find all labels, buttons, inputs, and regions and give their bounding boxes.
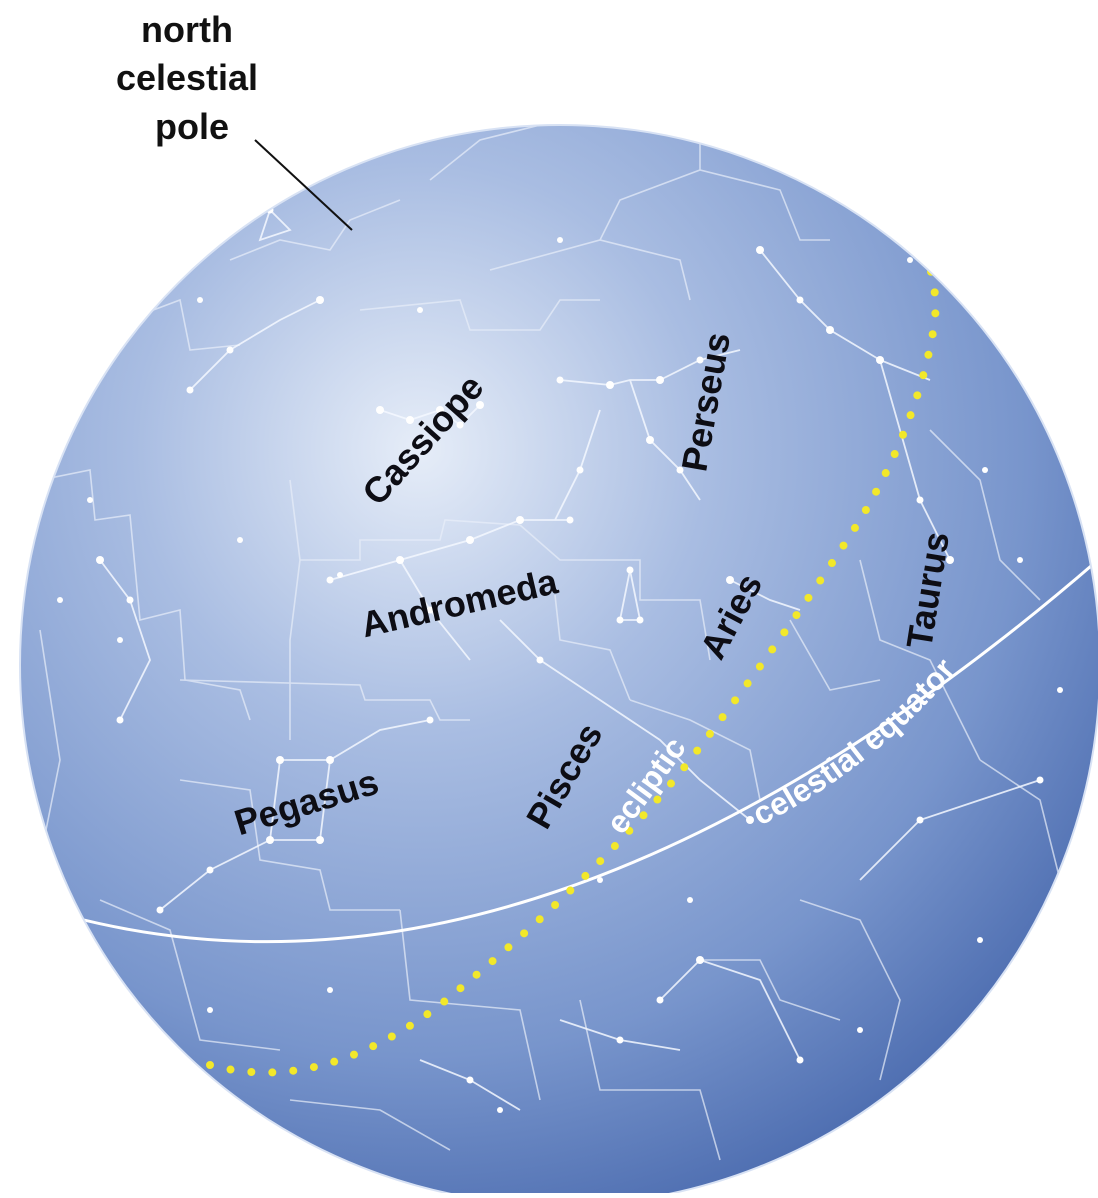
celestial-equator-line xyxy=(29,558,1098,944)
sphere-rim xyxy=(19,124,1098,1198)
pole-label-line-3: pole xyxy=(155,106,229,147)
pole-label-line-2: celestial xyxy=(116,57,258,98)
constellation-boundaries xyxy=(39,125,1061,1161)
north-celestial-pole-label: north celestial pole xyxy=(116,9,268,147)
pole-pointer-line xyxy=(254,139,353,231)
pole-label-line-1: north xyxy=(141,9,233,50)
celestial-sphere xyxy=(20,125,1098,1198)
ecliptic-line xyxy=(206,206,940,1077)
